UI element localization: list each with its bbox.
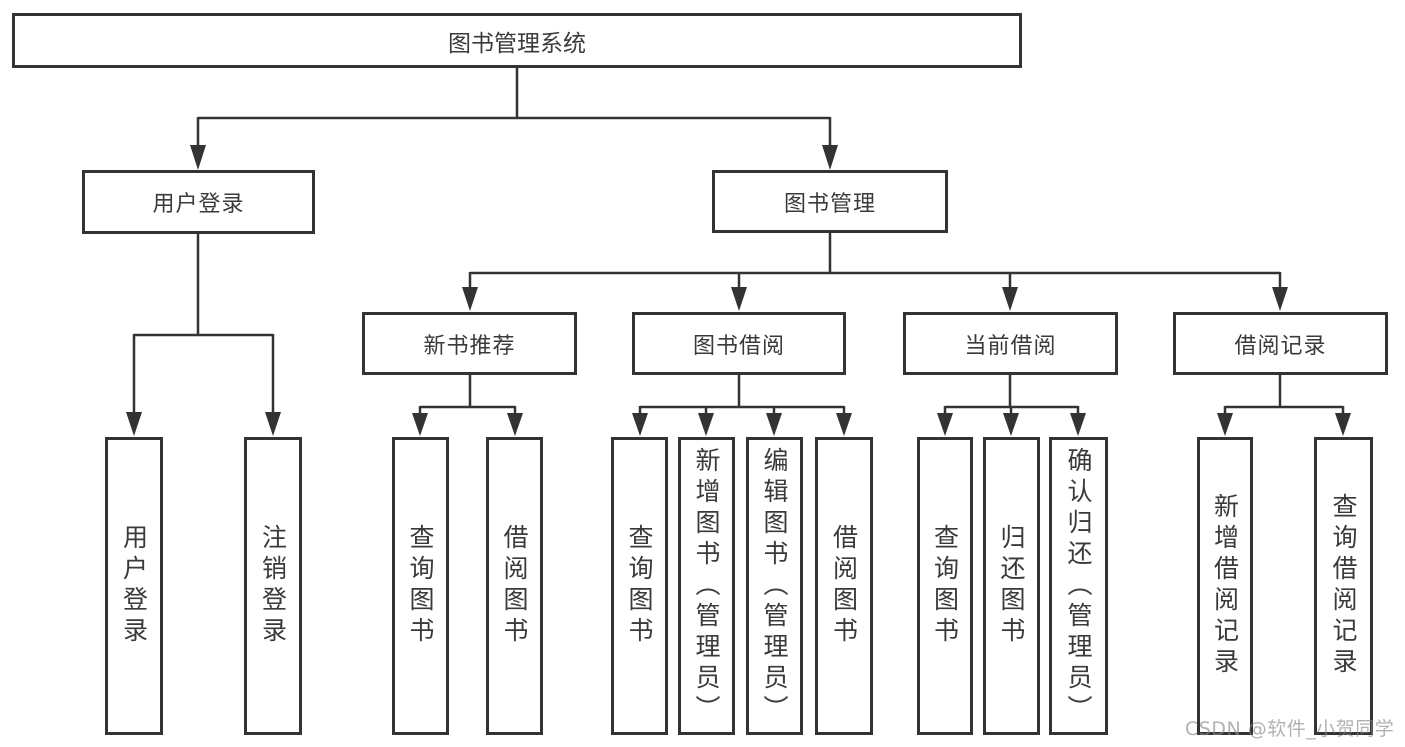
node-user-login: 用户登录 [82, 170, 315, 234]
node-new-book-recommendation: 新书推荐 [362, 312, 577, 375]
node-system-root: 图书管理系统 [12, 13, 1022, 68]
node-leaf-edit-book-admin: 编辑图书（管理员） [746, 437, 803, 735]
node-leaf-query-book-3: 查询图书 [917, 437, 973, 735]
arrow-down-icon [1003, 413, 1019, 436]
node-label: 注销登录 [258, 524, 288, 648]
node-label: 编辑图书（管理员） [760, 446, 789, 726]
node-label: 新增图书（管理员） [692, 446, 721, 726]
connector-bookmgmt-to-level3 [462, 233, 1288, 311]
arrow-down-icon [1070, 413, 1086, 436]
node-label: 借阅图书 [500, 524, 529, 648]
node-leaf-query-book-2: 查询图书 [611, 437, 668, 735]
node-leaf-query-borrow-record: 查询借阅记录 [1314, 437, 1373, 735]
node-book-management: 图书管理 [712, 170, 948, 233]
node-leaf-borrow-book-1: 借阅图书 [486, 437, 543, 735]
node-label: 图书管理系统 [448, 30, 586, 57]
node-leaf-borrow-book-2: 借阅图书 [815, 437, 873, 735]
node-label: 归还图书 [997, 524, 1026, 648]
arrow-down-icon [412, 413, 428, 436]
arrow-down-icon [731, 287, 747, 311]
node-label: 用户登录 [119, 524, 149, 648]
connector-root-to-level2 [190, 68, 838, 170]
arrow-down-icon [937, 413, 953, 436]
node-label: 新书推荐 [423, 333, 516, 359]
node-label: 确认归还（管理员） [1064, 446, 1093, 726]
connector-bookborrow-to-leaves [632, 375, 852, 436]
connector-login-to-leaves [126, 234, 281, 436]
arrow-down-icon [462, 287, 478, 311]
node-label: 查询图书 [625, 524, 654, 648]
connector-newbookrec-to-leaves [412, 375, 523, 436]
arrow-down-icon [836, 413, 852, 436]
arrow-down-icon [1272, 287, 1288, 311]
node-borrowing-records: 借阅记录 [1173, 312, 1388, 375]
node-label: 图书借阅 [692, 333, 785, 359]
node-label: 用户登录 [152, 192, 245, 217]
arrow-down-icon [766, 413, 782, 436]
node-leaf-query-book-1: 查询图书 [392, 437, 449, 735]
node-label: 查询借阅记录 [1329, 493, 1358, 679]
node-book-borrowing: 图书借阅 [632, 312, 846, 375]
arrow-down-icon [822, 145, 838, 170]
node-label: 新增借阅记录 [1210, 493, 1240, 679]
csdn-watermark: CSDN @软件_小贺同学 [1185, 718, 1395, 740]
connector-currentborrow-to-leaves [937, 375, 1086, 436]
arrow-down-icon [265, 412, 281, 436]
node-leaf-confirm-return-admin: 确认归还（管理员） [1049, 437, 1108, 735]
node-leaf-add-borrow-record: 新增借阅记录 [1197, 437, 1253, 735]
arrow-down-icon [1002, 287, 1018, 311]
connector-borrowrecords-to-leaves [1217, 375, 1351, 436]
node-label: 借阅记录 [1234, 333, 1327, 359]
arrow-down-icon [632, 413, 648, 436]
arrow-down-icon [190, 145, 206, 170]
arrow-down-icon [507, 413, 523, 436]
node-leaf-return-book: 归还图书 [983, 437, 1040, 735]
node-leaf-add-book-admin: 新增图书（管理员） [678, 437, 735, 735]
arrow-down-icon [126, 412, 142, 436]
node-label: 查询图书 [930, 524, 960, 648]
arrow-down-icon [1217, 413, 1233, 436]
node-label: 图书管理 [783, 191, 876, 217]
node-label: 当前借阅 [964, 333, 1057, 359]
node-label: 借阅图书 [829, 524, 859, 648]
arrow-down-icon [698, 413, 714, 436]
arrow-down-icon [1335, 413, 1351, 436]
node-label: 查询图书 [406, 524, 435, 648]
node-leaf-user-login: 用户登录 [105, 437, 163, 735]
node-current-borrowing: 当前借阅 [903, 312, 1118, 375]
node-leaf-logout: 注销登录 [244, 437, 302, 735]
